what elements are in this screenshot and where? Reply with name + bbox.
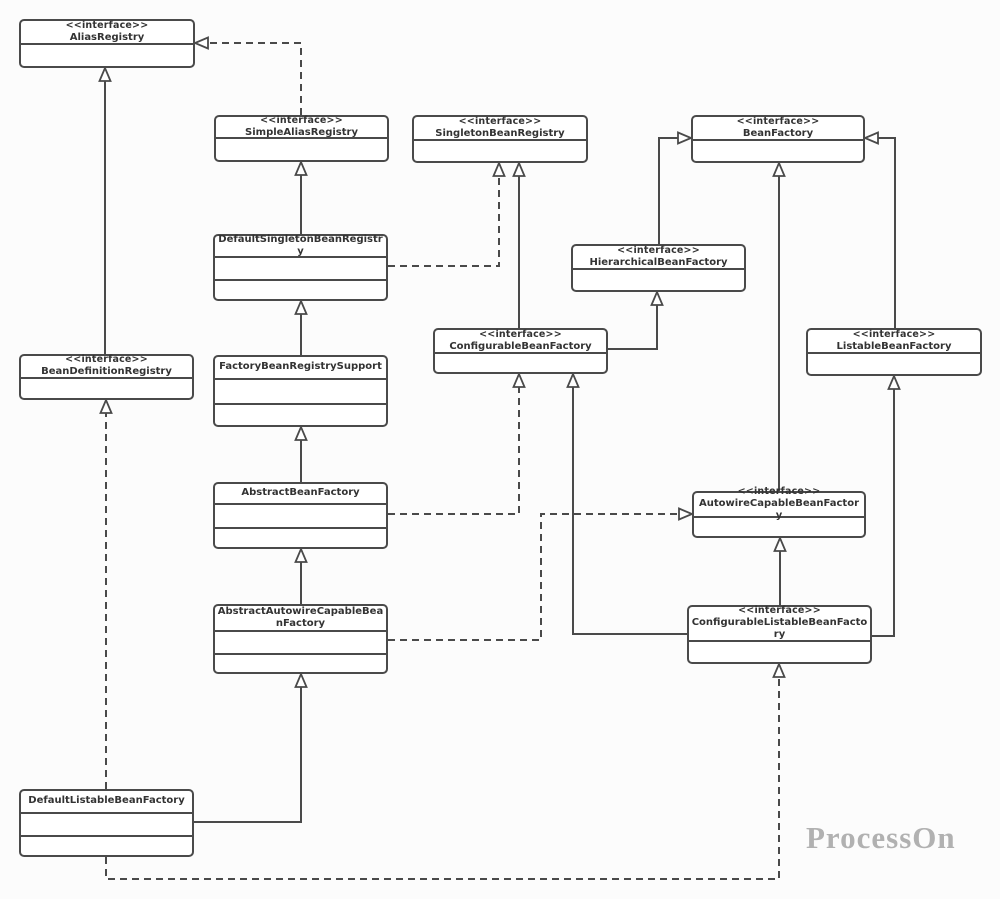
stereotype-label: <<interface>> xyxy=(736,115,820,127)
stereotype-label: <<interface>> xyxy=(458,115,542,127)
class-name: SimpleAliasRegistry xyxy=(245,126,358,138)
factory-bean-registry-support-header: FactoryBeanRegistrySupport xyxy=(215,357,386,380)
stereotype-label: <<interface>> xyxy=(479,328,562,340)
interface-box-autowire-capable-bean-factory: <<interface>>AutowireCapableBeanFactory xyxy=(692,486,866,538)
abstract-autowire-capable-bean-factory-operations-compartment xyxy=(215,655,386,672)
class-box-default-singleton-bean-registry: DefaultSingletonBeanRegistry xyxy=(213,234,388,301)
default-listable-bean-factory-operations-compartment xyxy=(21,837,192,855)
singleton-bean-registry-header: <<interface>>SingletonBeanRegistry xyxy=(414,115,586,141)
connector-configurable-listable-bean-factory-extends-configurable-bean-factory xyxy=(566,371,687,635)
alias-registry-header: <<interface>>AliasRegistry xyxy=(21,19,193,45)
stereotype-label: <<interface>> xyxy=(617,244,700,256)
default-singleton-bean-registry-header: DefaultSingletonBeanRegistry xyxy=(215,233,386,258)
interface-box-bean-definition-registry: <<interface>>BeanDefinitionRegistry xyxy=(19,354,194,400)
configurable-listable-bean-factory-body-compartment xyxy=(689,642,870,662)
connector-listable-bean-factory-extends-bean-factory xyxy=(862,131,896,328)
connector-configurable-bean-factory-extends-hierarchical-bean-factory xyxy=(608,289,664,350)
stereotype-label: <<interface>> xyxy=(65,354,148,366)
interface-box-hierarchical-bean-factory: <<interface>>HierarchicalBeanFactory xyxy=(571,244,746,292)
connector-simple-alias-registry-implements-alias-registry xyxy=(192,36,302,115)
stereotype-label: <<interface>> xyxy=(852,328,936,340)
stereotype-label: <<interface>> xyxy=(738,605,821,617)
autowire-capable-bean-factory-header: <<interface>>AutowireCapableBeanFactory xyxy=(694,486,864,521)
class-box-abstract-autowire-capable-bean-factory: AbstractAutowireCapableBeanFactory xyxy=(213,604,388,674)
class-box-factory-bean-registry-support: FactoryBeanRegistrySupport xyxy=(213,355,388,427)
bean-definition-registry-header: <<interface>>BeanDefinitionRegistry xyxy=(21,354,192,379)
connector-hierarchical-bean-factory-extends-bean-factory xyxy=(658,131,694,244)
class-name: SingletonBeanRegistry xyxy=(435,127,565,139)
stereotype-label: <<interface>> xyxy=(737,486,821,498)
class-box-default-listable-bean-factory: DefaultListableBeanFactory xyxy=(19,789,194,857)
interface-box-simple-alias-registry: <<interface>>SimpleAliasRegistry xyxy=(214,115,389,162)
stereotype-label: <<interface>> xyxy=(65,19,149,31)
abstract-autowire-capable-bean-factory-header: AbstractAutowireCapableBeanFactory xyxy=(215,606,386,632)
abstract-bean-factory-operations-compartment xyxy=(215,529,386,547)
default-singleton-bean-registry-operations-compartment xyxy=(215,281,386,299)
interface-box-configurable-listable-bean-factory: <<interface>>ConfigurableListableBeanFac… xyxy=(687,605,872,664)
class-name: AutowireCapableBeanFactory xyxy=(698,497,860,522)
simple-alias-registry-body-compartment xyxy=(216,139,387,160)
singleton-bean-registry-body-compartment xyxy=(414,141,586,161)
connector-configurable-listable-bean-factory-extends-listable-bean-factory xyxy=(872,373,901,637)
factory-bean-registry-support-operations-compartment xyxy=(215,405,386,425)
interface-box-bean-factory: <<interface>>BeanFactory xyxy=(691,115,865,163)
class-name: ListableBeanFactory xyxy=(836,340,952,352)
class-box-abstract-bean-factory: AbstractBeanFactory xyxy=(213,482,388,549)
configurable-bean-factory-body-compartment xyxy=(435,354,606,372)
configurable-listable-bean-factory-header: <<interface>>ConfigurableListableBeanFac… xyxy=(689,605,870,642)
hierarchical-bean-factory-body-compartment xyxy=(573,270,744,290)
interface-box-singleton-bean-registry: <<interface>>SingletonBeanRegistry xyxy=(412,115,588,163)
abstract-bean-factory-attributes-compartment xyxy=(215,505,386,529)
configurable-bean-factory-header: <<interface>>ConfigurableBeanFactory xyxy=(435,328,606,354)
connector-abstract-bean-factory-implements-configurable-bean-factory xyxy=(388,371,526,515)
bean-factory-header: <<interface>>BeanFactory xyxy=(693,115,863,141)
bean-factory-body-compartment xyxy=(693,141,863,161)
simple-alias-registry-header: <<interface>>SimpleAliasRegistry xyxy=(216,114,387,139)
class-name: HierarchicalBeanFactory xyxy=(589,256,728,268)
connector-default-listable-bean-factory-extends-abstract-autowire-capable-bean-factory xyxy=(194,671,308,823)
class-name: AliasRegistry xyxy=(69,31,145,43)
factory-bean-registry-support-attributes-compartment xyxy=(215,380,386,405)
class-name: BeanDefinitionRegistry xyxy=(41,366,172,378)
default-singleton-bean-registry-attributes-compartment xyxy=(215,258,386,281)
interface-box-configurable-bean-factory: <<interface>>ConfigurableBeanFactory xyxy=(433,328,608,374)
alias-registry-body-compartment xyxy=(21,45,193,66)
connector-default-listable-bean-factory-implements-configurable-listable-bean-factory xyxy=(105,661,786,880)
connector-abstract-autowire-capable-bean-factory-implements-autowire-capable-bean-factory xyxy=(388,507,695,641)
class-name: ConfigurableBeanFactory xyxy=(449,340,592,352)
bean-definition-registry-body-compartment xyxy=(21,379,192,398)
default-listable-bean-factory-header: DefaultListableBeanFactory xyxy=(21,791,192,814)
class-name: FactoryBeanRegistrySupport xyxy=(219,361,382,373)
class-name: AbstractBeanFactory xyxy=(241,487,360,499)
class-name: ConfigurableListableBeanFactory xyxy=(691,616,868,641)
abstract-bean-factory-header: AbstractBeanFactory xyxy=(215,484,386,505)
autowire-capable-bean-factory-body-compartment xyxy=(694,518,864,536)
class-name: DefaultSingletonBeanRegistry xyxy=(218,233,383,258)
listable-bean-factory-body-compartment xyxy=(808,354,980,374)
interface-box-listable-bean-factory: <<interface>>ListableBeanFactory xyxy=(806,328,982,376)
class-name: DefaultListableBeanFactory xyxy=(28,795,185,807)
default-listable-bean-factory-attributes-compartment xyxy=(21,814,192,837)
listable-bean-factory-header: <<interface>>ListableBeanFactory xyxy=(808,328,980,354)
abstract-autowire-capable-bean-factory-attributes-compartment xyxy=(215,632,386,655)
connector-default-singleton-bean-registry-implements-singleton-bean-registry xyxy=(388,160,506,267)
hierarchical-bean-factory-header: <<interface>>HierarchicalBeanFactory xyxy=(573,244,744,270)
class-name: AbstractAutowireCapableBeanFactory xyxy=(217,605,384,630)
stereotype-label: <<interface>> xyxy=(260,114,343,126)
interface-box-alias-registry: <<interface>>AliasRegistry xyxy=(19,19,195,68)
class-name: BeanFactory xyxy=(742,127,814,139)
processon-watermark: ProcessOn xyxy=(806,820,956,855)
